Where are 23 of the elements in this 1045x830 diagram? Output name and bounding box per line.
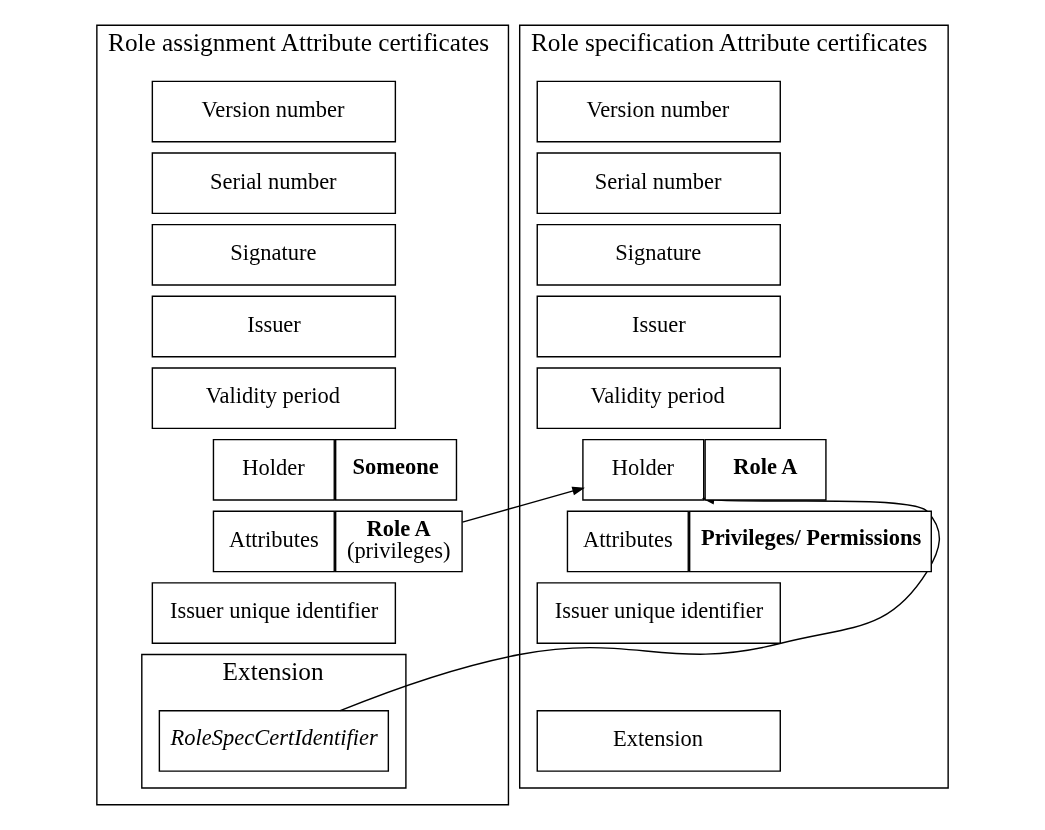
arrow (461, 486, 585, 523)
node-box: Issuer (536, 295, 781, 358)
node-box: Holder (212, 438, 335, 501)
node-box: Signature (151, 223, 397, 286)
node-box: Role A (privileges) (334, 510, 463, 573)
node-box: Serial number (151, 152, 397, 215)
node-box: Validity period (151, 367, 397, 430)
node-box: Attributes (566, 510, 689, 573)
node-box: Attributes (212, 510, 335, 573)
node-box: Issuer unique identifier (536, 582, 781, 644)
node-box: Version number (536, 80, 781, 143)
node-box: Serial number (536, 152, 781, 215)
node-box: Someone (334, 438, 458, 501)
node-box: Issuer unique identifier (151, 582, 397, 644)
node-box: Signature (536, 223, 781, 286)
node-box: Holder (582, 438, 705, 501)
node-box: Version number (151, 80, 397, 143)
node-box: Validity period (536, 367, 781, 430)
node-box: Role A (704, 438, 827, 501)
node-box: RoleSpecCertIdentifier (158, 710, 390, 772)
node-box: Privileges/ Permissions (688, 510, 932, 573)
node-box: Extension (536, 710, 781, 772)
node-box: Issuer (151, 295, 397, 358)
